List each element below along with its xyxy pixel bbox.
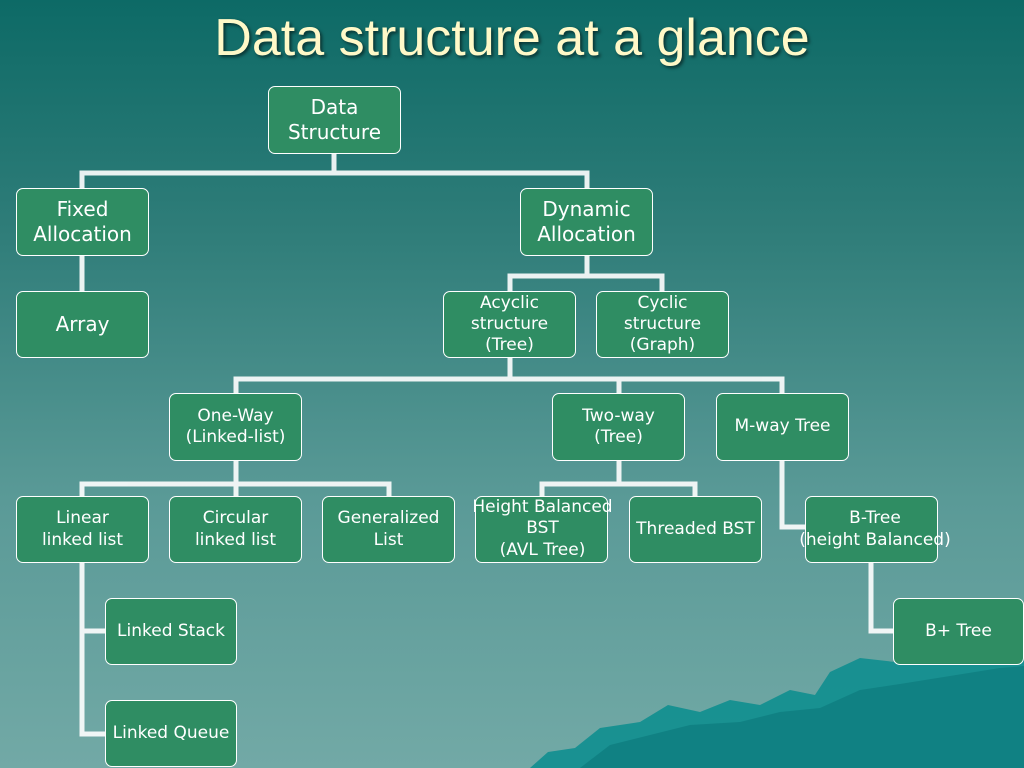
node-threaded-bst: Threaded BST — [629, 496, 762, 563]
node-linked-stack: Linked Stack — [105, 598, 237, 665]
node-b-plus-tree: B+ Tree — [893, 598, 1024, 665]
node-circular-linked-list: Circular linked list — [169, 496, 302, 563]
node-linear-linked-list: Linear linked list — [16, 496, 149, 563]
node-data-structure: Data Structure — [268, 86, 401, 154]
node-one-way: One-Way (Linked-list) — [169, 393, 302, 461]
page-title: Data structure at a glance — [214, 9, 810, 67]
node-height-balanced-bst: Height Balanced BST (AVL Tree) — [472, 497, 613, 560]
node-cyclic-structure: Cyclic structure (Graph) — [596, 291, 729, 358]
node-m-way-tree: M-way Tree — [716, 393, 849, 461]
node-array: Array — [16, 291, 149, 358]
node-acyclic-structure: Acyclic structure (Tree) — [443, 291, 576, 358]
node-dynamic-allocation: Dynamic Allocation — [520, 188, 653, 256]
node-height-balanced-bst-box — [475, 496, 608, 563]
node-linked-queue: Linked Queue — [105, 700, 237, 767]
node-generalized-list: Generalized List — [322, 496, 455, 563]
node-b-tree: B-Tree (height Balanced) — [799, 508, 951, 550]
node-fixed-allocation: Fixed Allocation — [16, 188, 149, 256]
node-two-way: Two-way (Tree) — [552, 393, 685, 461]
node-b-tree-box — [805, 496, 938, 563]
